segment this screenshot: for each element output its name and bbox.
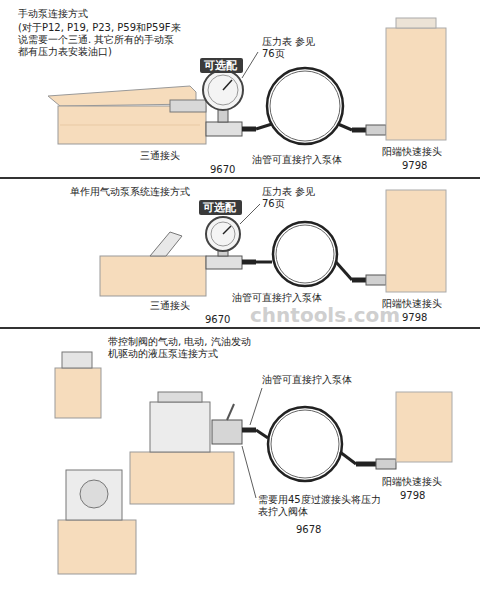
part-name: 阳端快速接头 [382,476,468,488]
coupler [366,125,386,135]
callout-number: 9670 [205,314,245,326]
electric-pump [55,352,101,418]
pressure-gauge [203,70,243,110]
note: 需要用45度过渡接头将压力表拧入阀体 [258,494,390,518]
tee-fitting [206,108,242,136]
cylinder [396,392,452,462]
badge-text: 可选配 [203,201,238,214]
engine-pump [58,470,136,574]
pressure-gauge [206,217,240,251]
callout-number: 9678 [296,524,336,536]
coupler [376,459,396,469]
optional-badge: 可选配 [200,58,243,73]
part-name: 阳端快速接头 [382,146,468,158]
valve-pump [130,392,242,504]
watermark: chntools.com [250,304,400,326]
callout-number: 9798 [400,490,440,502]
optional-badge: 可选配 [199,200,242,215]
air-pump [100,232,206,296]
part-name: 三通接头 [140,150,200,162]
note: (对于P12, P19, P23, P59和P59F来说需要一个三通. 其它所有… [18,22,183,58]
callout-number: 9798 [402,312,442,324]
cylinder [386,28,446,140]
hose [242,222,366,286]
coupler [366,275,386,285]
part-name: 压力表 参见76页 [262,186,318,210]
part-name: 油管可直接拧入泵体 [252,154,364,166]
cylinder [386,190,446,292]
part-name: 油管可直接拧入泵体 [232,292,344,304]
panel-title: 单作用气动泵系统连接方式 [70,186,240,198]
panel-title: 手动泵连接方式 [18,8,188,20]
part-name: 压力表 参见76页 [262,36,318,60]
panel-title: 带控制阀的气动, 电动, 汽油发动机驱动的液压泵连接方式 [108,336,253,360]
part-name: 三通接头 [150,300,210,312]
part-name: 油管可直接拧入泵体 [262,374,374,386]
callout-number: 9670 [210,164,250,176]
hose [242,68,366,144]
badge-text: 可选配 [204,59,239,72]
hand-pump [48,86,206,144]
callout-number: 9798 [402,160,442,172]
hose [242,407,376,481]
